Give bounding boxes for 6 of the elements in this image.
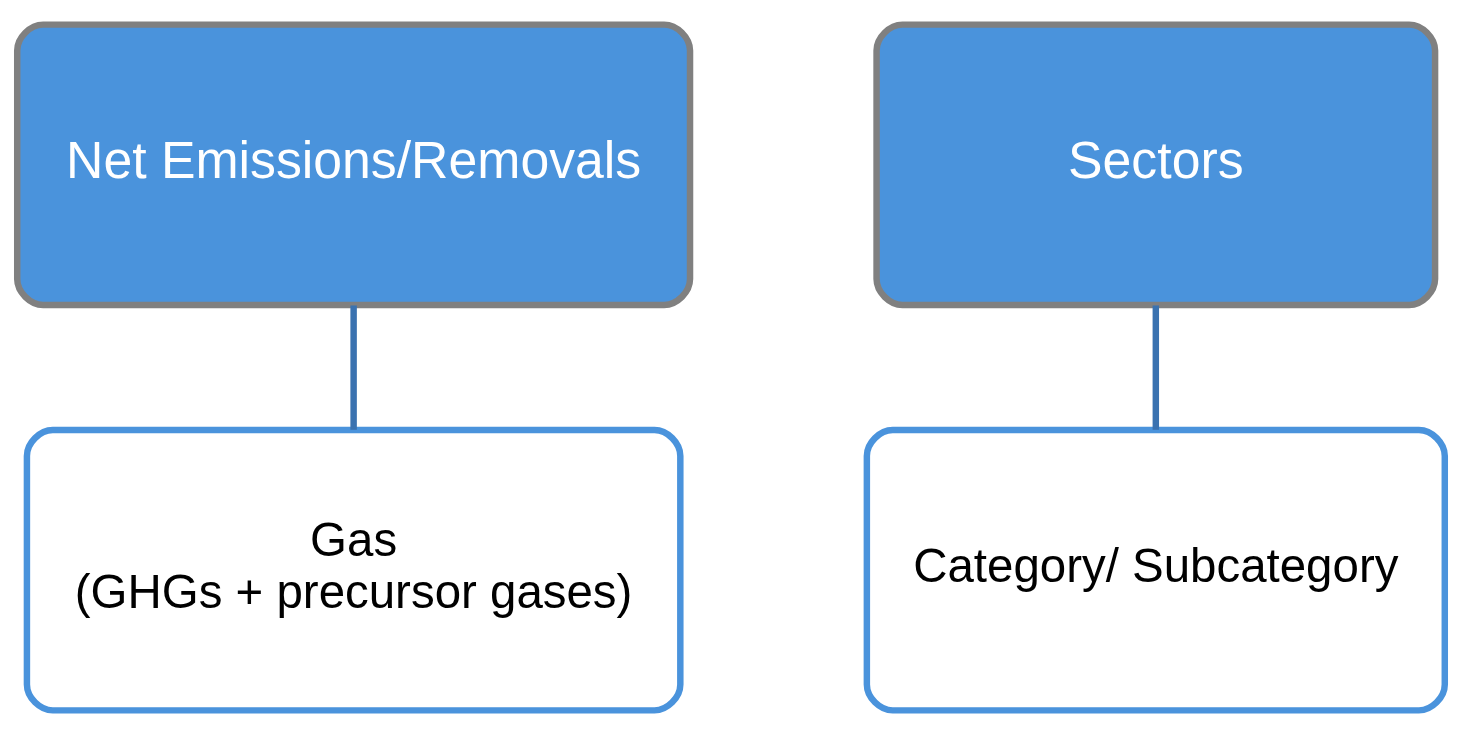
node-box: Net Emissions/Removals <box>14 20 694 308</box>
connector <box>1152 304 1160 430</box>
node-box: Gas (GHGs + precursor gases) <box>23 426 684 714</box>
connector <box>350 304 357 430</box>
node-box: Sectors <box>873 20 1439 308</box>
node-box: Category/ Subcategory <box>863 426 1448 714</box>
